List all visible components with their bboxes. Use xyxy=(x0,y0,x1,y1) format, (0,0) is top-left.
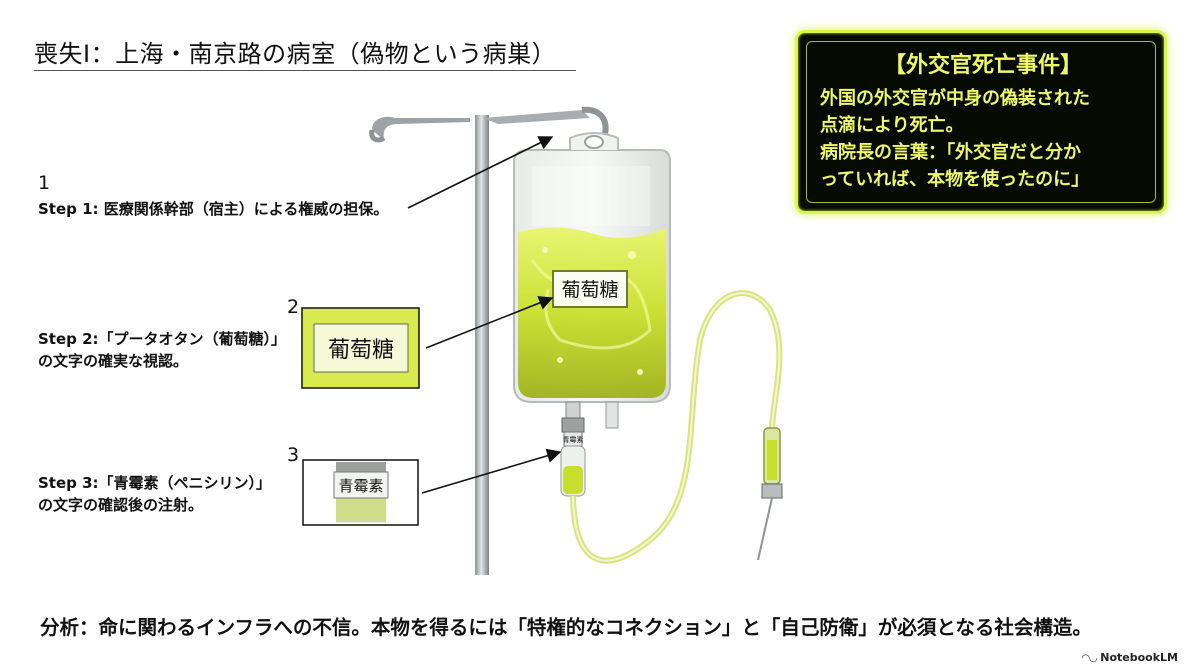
iv-pole xyxy=(369,106,609,575)
callout-line-2: 点滴により死亡。 xyxy=(820,115,964,136)
iv-bag xyxy=(513,132,671,403)
step3-line1: Step 3:「青霉素（ペニシリン）」 xyxy=(38,474,272,492)
brand-text: NotebookLM xyxy=(1100,651,1178,664)
step1-text: Step 1: 医療関係幹部（宿主）による権威の担保。 xyxy=(38,198,388,220)
step3-line2: の文字の確認後の注射。 xyxy=(38,496,204,514)
title-underline xyxy=(34,70,576,71)
injection-needle xyxy=(757,427,783,561)
glucose-bag-label: 葡萄糖 xyxy=(552,270,628,308)
arrow-step1 xyxy=(407,136,554,209)
glucose-inset-text: 葡萄糖 xyxy=(328,338,394,363)
step1-line1: Step 1: 医療関係幹部（宿主）による権威の担保。 xyxy=(38,200,389,218)
page-title: 喪失Ⅰ：上海・南京路の病室（偽物という病巣） xyxy=(34,40,557,68)
callout-line-4: っていれば、本物を使ったのに」 xyxy=(820,169,1090,190)
diplomat-death-callout: 【外交官死亡事件】 外国の外交官が中身の偽装された 点滴により死亡。 病院長の言… xyxy=(795,30,1167,214)
step2-text: Step 2:「プータオタン（葡萄糖）」 の文字の確実な視認。 xyxy=(38,328,286,372)
notebooklm-logo-icon: ◠◡ xyxy=(1081,653,1098,664)
step2-line1: Step 2:「プータオタン（葡萄糖）」 xyxy=(38,330,287,348)
step1-number: 1 xyxy=(38,172,51,194)
step3-number: 3 xyxy=(287,444,300,466)
brand-watermark: ◠◡NotebookLM xyxy=(1082,651,1178,664)
penicillin-label-inset: 青霉素 xyxy=(302,459,419,526)
chamber-mini-label: 青霉素 xyxy=(563,435,584,444)
glucose-bag-label-text: 葡萄糖 xyxy=(561,279,618,301)
penicillin-inset-text: 青霉素 xyxy=(338,477,383,495)
step3-text: Step 3:「青霉素（ペニシリン）」 の文字の確認後の注射。 xyxy=(38,472,271,516)
step2-line2: の文字の確実な視認。 xyxy=(38,352,189,370)
callout-line-3: 病院長の言葉：「外交官だと分か xyxy=(820,142,1081,163)
callout-line-1: 外国の外交官が中身の偽装された xyxy=(820,88,1090,109)
callout-inner-border xyxy=(806,41,1156,203)
step2-number: 2 xyxy=(287,296,300,318)
drip-chamber: 青霉素 xyxy=(560,401,619,497)
arrow-step3 xyxy=(421,448,562,494)
analysis-text: 分析：命に関わるインフラへの不信。本物を得るには「特権的なコネクション」と「自己… xyxy=(40,616,1092,639)
arrow-step2 xyxy=(425,296,554,349)
glucose-label-inset: 葡萄糖 xyxy=(301,307,420,389)
callout-heading: 【外交官死亡事件】 xyxy=(883,53,1082,78)
